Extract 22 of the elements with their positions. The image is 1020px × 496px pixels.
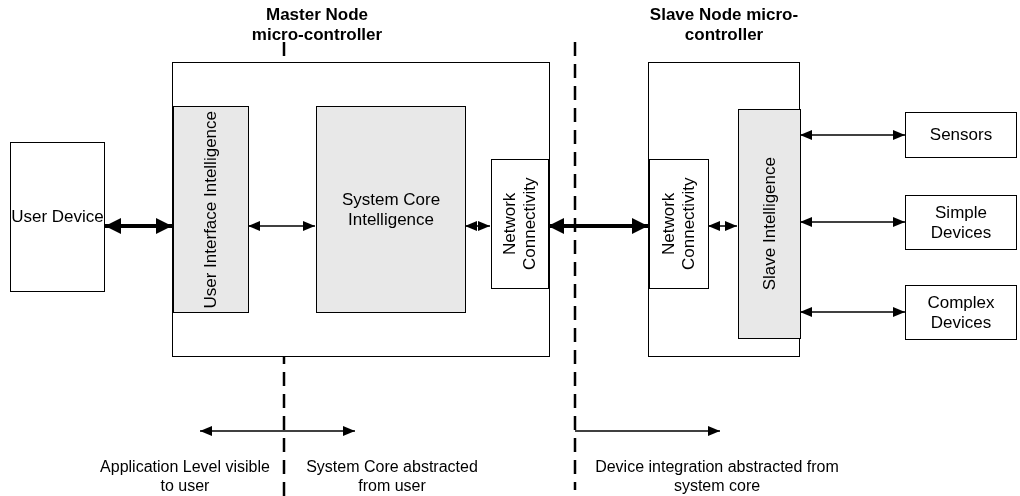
arrow [247,221,316,231]
interface-box: User Interface Intelligence [173,106,249,313]
scope-caption: Application Level visible to user [99,457,271,495]
core-box: System Core Intelligence [316,106,466,313]
scope-caption: System Core abstracted from user [305,457,479,495]
network-box: Network Connectivity [649,159,709,289]
arrow [799,217,906,227]
device-box: User Device [10,142,105,292]
arrow [799,307,906,317]
arrow [707,221,738,231]
device-box: Simple Devices [905,195,1017,250]
device-box: Complex Devices [905,285,1017,340]
device-box: Sensors [905,112,1017,158]
scope-caption: Device integration abstracted from system core [594,457,840,495]
intelligence-box: Slave Intelligence [738,109,801,339]
arrow [548,218,648,234]
block-heading: Master Node micro-controller [250,5,384,45]
arrow [799,130,906,140]
arrow [105,218,172,234]
block-heading: Slave Node micro-controller [648,5,800,45]
network-box: Network Connectivity [491,159,549,289]
arrow [464,221,491,231]
